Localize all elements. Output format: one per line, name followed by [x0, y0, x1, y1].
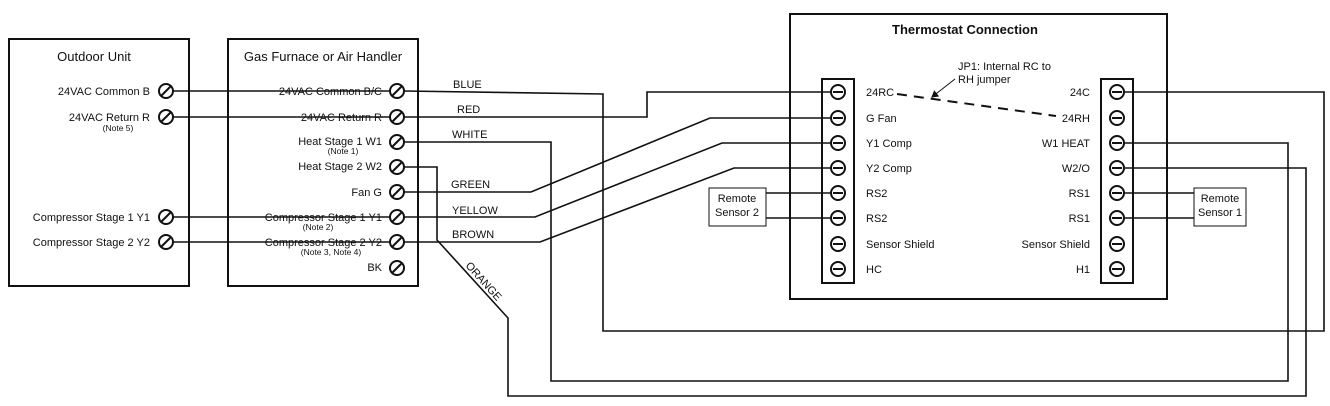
thermostat-right-terminal-strip	[1100, 78, 1134, 284]
screw-terminal-icon	[1109, 84, 1125, 100]
furnace-terminal-label: 24VAC Return R	[301, 112, 382, 124]
furnace-title: Gas Furnace or Air Handler	[244, 49, 403, 64]
thermostat-left-label: Sensor Shield	[866, 239, 935, 251]
thermostat-left-label: Y1 Comp	[866, 138, 912, 150]
thermostat-right-label: H1	[1076, 264, 1090, 276]
thermostat-right-label: W1 HEAT	[1042, 138, 1090, 150]
thermostat-right-label: W2/O	[1062, 163, 1091, 175]
screw-terminal-icon	[389, 134, 405, 150]
screw-terminal-icon	[830, 261, 846, 277]
outdoor-screw-terminals	[158, 83, 174, 250]
jumper-note-line-1: JP1: Internal RC to	[958, 61, 1051, 73]
wire-label-green: GREEN	[451, 179, 490, 191]
wire-label-orange: ORANGE	[463, 260, 504, 303]
screw-terminal-icon	[389, 209, 405, 225]
thermostat-left-screws	[830, 84, 846, 277]
screw-terminal-icon	[389, 234, 405, 250]
screw-terminal-icon	[1109, 261, 1125, 277]
remote-sensor-2-label: Remote	[718, 193, 757, 205]
thermostat-right-label: 24RH	[1062, 113, 1090, 125]
furnace-terminal-note: (Note 2)	[303, 222, 334, 232]
thermostat-right-label: Sensor Shield	[1022, 239, 1091, 251]
screw-terminal-icon	[158, 209, 174, 225]
thermostat-left-label: 24RC	[866, 87, 894, 99]
jumper-dashed-line	[896, 93, 1057, 117]
furnace-terminal-label: Compressor Stage 2 Y2	[265, 237, 382, 249]
wire-label-yellow: YELLOW	[452, 205, 498, 217]
thermostat-right-screws	[1109, 84, 1125, 277]
remote-sensor-2-box	[708, 187, 767, 227]
thermostat-right-label: RS1	[1069, 188, 1090, 200]
jumper-arrow-icon	[931, 78, 956, 98]
thermostat-left-label: RS2	[866, 188, 887, 200]
furnace-terminal-note: (Note 3, Note 4)	[301, 247, 362, 257]
jumper-note-line-2: RH jumper	[958, 74, 1011, 86]
screw-terminal-icon	[830, 84, 846, 100]
thermostat-left-label: G Fan	[866, 113, 897, 125]
furnace-terminal-note: (Note 1)	[328, 146, 359, 156]
remote-sensor-1-label: Sensor 1	[1198, 207, 1242, 219]
thermostat-right-label: RS1	[1069, 213, 1090, 225]
screw-terminal-icon	[1109, 135, 1125, 151]
screw-terminal-icon	[158, 83, 174, 99]
screw-terminal-icon	[158, 234, 174, 250]
screw-terminal-icon	[1109, 160, 1125, 176]
furnace-terminal-label: Heat Stage 2 W2	[298, 161, 382, 173]
wire-label-brown: BROWN	[452, 229, 494, 241]
screw-terminal-icon	[1109, 185, 1125, 201]
screw-terminal-icon	[830, 110, 846, 126]
thermostat-title: Thermostat Connection	[892, 22, 1038, 37]
screw-terminal-icon	[1109, 110, 1125, 126]
screw-terminal-icon	[389, 159, 405, 175]
wire-orange	[404, 166, 1307, 397]
wire-white	[404, 141, 1289, 382]
remote-sensor-1-box	[1193, 187, 1247, 227]
wire-label-blue: BLUE	[453, 79, 482, 91]
thermostat-left-label: HC	[866, 264, 882, 276]
screw-terminal-icon	[389, 184, 405, 200]
screw-terminal-icon	[389, 83, 405, 99]
outdoor-terminal-label: 24VAC Return R	[69, 112, 150, 124]
wire-yellow	[404, 142, 831, 218]
thermostat-left-label: RS2	[866, 213, 887, 225]
thermostat-right-label: 24C	[1070, 87, 1090, 99]
thermostat-left-label: Y2 Comp	[866, 163, 912, 175]
furnace-terminal-label: Compressor Stage 1 Y1	[265, 212, 382, 224]
wire-blue	[403, 90, 1325, 332]
furnace-terminal-label: BK	[367, 262, 382, 274]
furnace-terminal-label: Fan G	[351, 187, 382, 199]
screw-terminal-icon	[830, 160, 846, 176]
furnace-box	[227, 38, 419, 287]
screw-terminal-icon	[1109, 236, 1125, 252]
remote-sensor-2-label: Sensor 2	[715, 207, 759, 219]
screw-terminal-icon	[389, 109, 405, 125]
furnace-screw-terminals	[389, 83, 405, 276]
outdoor-terminal-label: Compressor Stage 1 Y1	[33, 212, 150, 224]
wire-green	[404, 117, 831, 193]
furnace-terminal-label: 24VAC Common B/C	[279, 86, 382, 98]
screw-terminal-icon	[1109, 210, 1125, 226]
screw-terminal-icon	[830, 210, 846, 226]
wire-brown	[404, 167, 831, 243]
outdoor-terminal-note: (Note 5)	[103, 123, 134, 133]
screw-terminal-icon	[830, 236, 846, 252]
outdoor-unit-box	[8, 38, 190, 287]
wire-label-white: WHITE	[452, 129, 487, 141]
outdoor-terminal-label: 24VAC Common B	[58, 86, 150, 98]
screw-terminal-icon	[830, 135, 846, 151]
outdoor-terminal-label: Compressor Stage 2 Y2	[33, 237, 150, 249]
thermostat-left-terminal-strip	[821, 78, 855, 284]
wire-red	[404, 91, 831, 118]
furnace-terminal-label: Heat Stage 1 W1	[298, 136, 382, 148]
remote-sensor-1-label: Remote	[1201, 193, 1240, 205]
thermostat-box	[789, 13, 1168, 300]
screw-terminal-icon	[158, 109, 174, 125]
wire-label-red: RED	[457, 104, 480, 116]
screw-terminal-icon	[389, 260, 405, 276]
screw-terminal-icon	[830, 185, 846, 201]
outdoor-unit-title: Outdoor Unit	[57, 49, 131, 64]
